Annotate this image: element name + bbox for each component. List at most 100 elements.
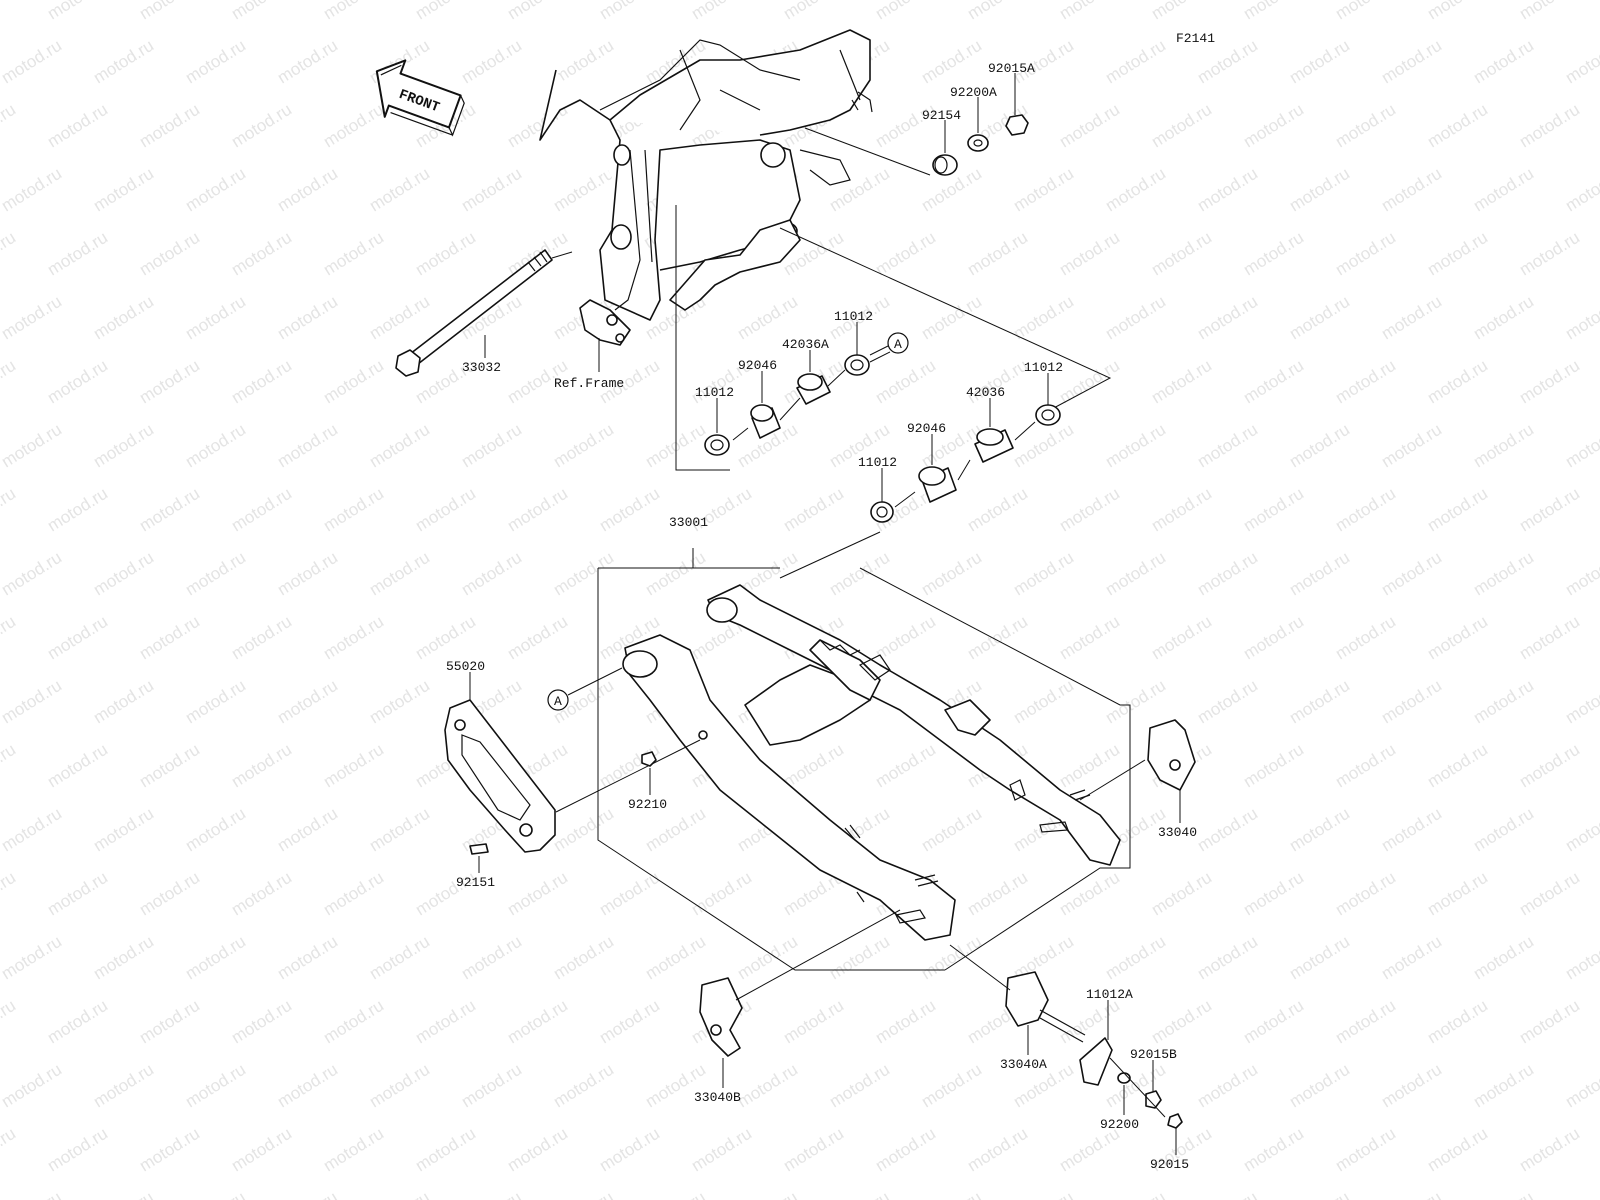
watermark-text: motod.ru [1148,612,1215,664]
swingarm-bearing-guide [779,531,881,579]
watermark-text: motod.ru [1378,164,1445,216]
watermark-text: motod.ru [44,228,111,280]
watermark-text: motod.ru [1286,932,1353,984]
watermark-text: motod.ru [182,804,249,856]
watermark-text: motod.ru [596,484,663,536]
watermark-text: motod.ru [1010,676,1077,728]
watermark-text: motod.ru [1148,228,1215,280]
watermark-text: motod.ru [734,932,801,984]
label-92015A: 92015A [988,61,1035,76]
watermark-text: motod.ru [826,1188,893,1200]
watermark-text: motod.ru [90,1188,157,1200]
watermark-text: motod.ru [1102,1188,1169,1200]
watermark-text: motod.ru [1562,1188,1600,1200]
watermark-text: motod.ru [458,420,525,472]
watermark-text: motod.ru [90,36,157,88]
watermark-text: motod.ru [1056,100,1123,152]
watermark-text: motod.ru [0,228,19,280]
watermark-text: motod.ru [1562,804,1600,856]
watermark-text: motod.ru [596,996,663,1048]
watermark-text: motod.ru [780,996,847,1048]
chain-guide [444,699,701,853]
watermark-text: motod.ru [964,484,1031,536]
watermark-text: motod.ru [918,1060,985,1112]
watermark-text: motod.ru [0,996,19,1048]
watermark-text: motod.ru [734,1188,801,1200]
watermark-text: motod.ru [182,676,249,728]
watermark-text: motod.ru [550,1060,617,1112]
watermark-text: motod.ru [90,1060,157,1112]
watermark-text: motod.ru [0,868,19,920]
watermark-text: motod.ru [1010,292,1077,344]
watermark-text: motod.ru [642,1188,709,1200]
watermark-text: motod.ru [0,1124,19,1176]
watermark-text: motod.ru [274,804,341,856]
watermark-text: motod.ru [1056,612,1123,664]
watermark-text: motod.ru [90,804,157,856]
watermark-text: motod.ru [1378,676,1445,728]
watermark-text: motod.ru [1240,996,1307,1048]
watermark-text: motod.ru [1194,1188,1261,1200]
watermark-text: motod.ru [872,996,939,1048]
watermark-text: motod.ru [320,996,387,1048]
watermark-text: motod.ru [320,740,387,792]
watermark-text: motod.ru [1332,868,1399,920]
watermark-text: motod.ru [0,484,19,536]
watermark-text: motod.ru [182,420,249,472]
watermark-text: motod.ru [550,548,617,600]
watermark-text: motod.ru [0,804,65,856]
watermark-text: motod.ru [1332,0,1399,23]
watermark-text: motod.ru [1562,548,1600,600]
frame-guide-line-top [804,127,931,176]
watermark-text: motod.ru [918,1188,985,1200]
pivot-shaft [395,249,573,377]
watermark-text: motod.ru [412,484,479,536]
watermark-text: motod.ru [1102,420,1169,472]
watermark-text: motod.ru [1286,676,1353,728]
label-33040A: 33040A [1000,1057,1047,1072]
watermark-text: motod.ru [1424,356,1491,408]
watermark-text: motod.ru [1194,548,1261,600]
watermark-text: motod.ru [1470,1188,1537,1200]
label-92046-b: 92046 [907,421,946,436]
watermark-text: motod.ru [0,356,19,408]
bolt-92151 [469,843,489,855]
watermark-text: motod.ru [44,868,111,920]
watermark-text: motod.ru [1194,164,1261,216]
watermark-text: motod.ru [1470,676,1537,728]
watermark-text: motod.ru [458,1060,525,1112]
watermark-text: motod.ru [1332,612,1399,664]
watermark-text: motod.ru [1240,356,1307,408]
watermark-text: motod.ru [182,1060,249,1112]
watermark-text: motod.ru [1194,292,1261,344]
watermark-text: motod.ru [1148,868,1215,920]
watermark-text: motod.ru [1240,228,1307,280]
watermark-text: motod.ru [1102,292,1169,344]
watermark-text: motod.ru [550,420,617,472]
watermark-text: motod.ru [872,228,939,280]
chain-adjuster-end-bolt [949,944,1183,1129]
watermark-text: motod.ru [228,100,295,152]
watermark-text: motod.ru [1378,1060,1445,1112]
watermark-text: motod.ru [1056,0,1123,23]
watermark-text: motod.ru [1424,740,1491,792]
watermark-text: motod.ru [1470,36,1537,88]
watermark-text: motod.ru [1424,0,1491,23]
watermark-text: motod.ru [780,1124,847,1176]
watermark-text: motod.ru [366,164,433,216]
label-92151: 92151 [456,875,495,890]
watermark-text: motod.ru [1378,932,1445,984]
watermark-text: motod.ru [0,292,65,344]
watermark-text: motod.ru [274,932,341,984]
watermark-text: motod.ru [826,1060,893,1112]
watermark-text: motod.ru [90,420,157,472]
watermark-text: motod.ru [1010,1188,1077,1200]
watermark-text: motod.ru [320,612,387,664]
watermark-text: motod.ru [1194,804,1261,856]
watermark-text: motod.ru [366,292,433,344]
watermark-text: motod.ru [0,100,19,152]
watermark-text: motod.ru [320,1124,387,1176]
watermark-text: motod.ru [320,484,387,536]
